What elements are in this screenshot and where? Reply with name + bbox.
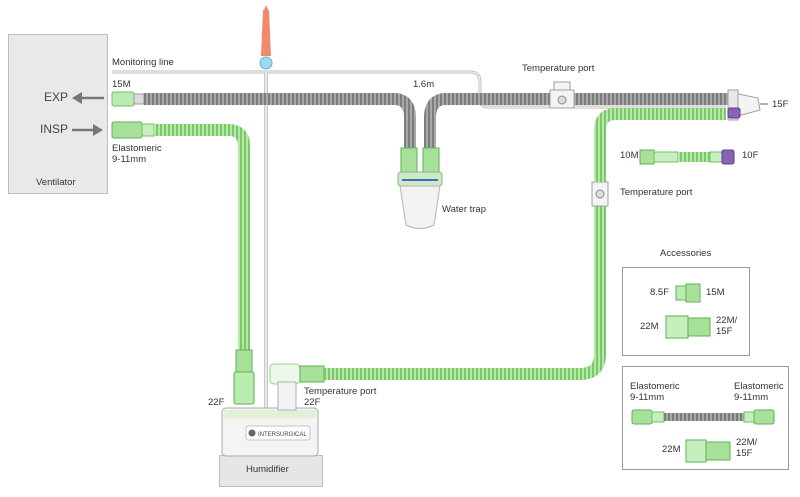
humidifier-label: Humidifier	[246, 464, 289, 475]
port-22f-left-label: 22F	[208, 397, 225, 408]
exp-arrow-icon	[72, 92, 104, 104]
extension-10m-10f	[639, 149, 735, 165]
accessories-title: Accessories	[660, 248, 712, 259]
water-trap	[397, 147, 443, 229]
accessories-frame	[622, 267, 750, 356]
extension-right-line2: 9-11mm	[734, 391, 769, 403]
extension-left-line2: 9-11mm	[630, 391, 665, 403]
elastomeric-line2: 9-11mm	[112, 153, 147, 165]
elastomeric-line1: Elastomeric	[112, 143, 162, 154]
insp-tube-left	[154, 124, 250, 350]
accessory-item2-left: 22M	[640, 321, 659, 332]
humidifier-chamber: INTERSURGICAL	[221, 407, 319, 457]
y-piece	[727, 89, 768, 121]
accessory-item2-right: 22M/ 15F	[716, 315, 738, 338]
water-trap-label: Water trap	[442, 204, 486, 215]
accessory-22m-22m-15f	[665, 315, 711, 339]
filter-icon	[259, 5, 273, 70]
port-22f-bottom-text: 22F	[304, 396, 321, 408]
temperature-port-top-label: Temperature port	[522, 63, 595, 74]
extension-right-label: Elastomeric 9-11mm	[734, 381, 784, 404]
accessory-8-5f-15m	[675, 283, 701, 303]
accessory-item2-right-line1: 22M/	[716, 315, 738, 326]
accessory-item1-left: 8.5F	[650, 287, 670, 298]
extension-adapter	[685, 439, 731, 463]
extension-left-line1: Elastomeric	[630, 381, 680, 392]
temperature-port-bottom-label: Temperature port 22F	[304, 386, 377, 409]
extension-bottom-left: 22M	[662, 444, 681, 455]
temperature-port-mid-label: Temperature port	[620, 187, 693, 198]
extension-right-line1: Elastomeric	[734, 381, 784, 392]
ventilator-box	[8, 34, 108, 194]
accessory-item2-right-line2: 15F	[716, 325, 733, 337]
insp-arrow-icon	[72, 124, 103, 136]
temperature-port-bottom-text: Temperature port	[304, 386, 377, 397]
port-15m-label: 15M	[112, 79, 131, 90]
extension-bottom-right-line1: 22M/	[736, 437, 758, 448]
length-label: 1.6m	[413, 79, 435, 90]
extension-bottom-right: 22M/ 15F	[736, 437, 758, 460]
extension-elastomeric-tube	[631, 409, 775, 425]
exp-label: EXP	[44, 90, 69, 104]
extension-bottom-right-line2: 15F	[736, 447, 753, 459]
monitoring-line-label: Monitoring line	[112, 57, 174, 68]
extension-left-label: Elastomeric 9-11mm	[630, 381, 680, 404]
insp-label: INSP	[40, 122, 69, 136]
port-10m-label: 10M	[620, 150, 639, 161]
insp-connector	[111, 121, 143, 139]
elastomeric-label: Elastomeric 9-11mm	[112, 143, 162, 166]
ventilator-label: Ventilator	[36, 177, 76, 188]
temperature-port-top	[549, 81, 575, 109]
exp-connector-15m	[111, 91, 135, 107]
brand-text: INTERSURGICAL	[258, 432, 307, 438]
insp-tube-main	[324, 205, 606, 380]
humidifier-outlet	[269, 363, 325, 411]
port-10f-label: 10F	[742, 150, 759, 161]
port-15f-label: 15F	[772, 99, 789, 110]
accessory-item1-right: 15M	[706, 287, 725, 298]
exp-tube	[144, 93, 394, 105]
